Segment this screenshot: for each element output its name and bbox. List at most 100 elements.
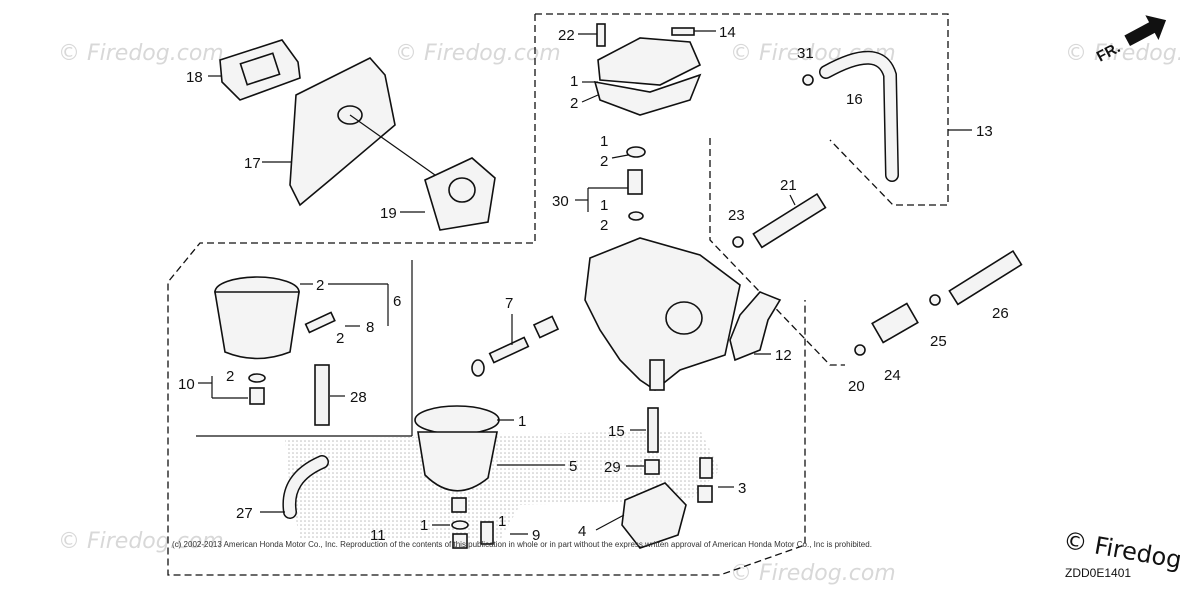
carburetor-group-outline bbox=[167, 14, 806, 576]
callout-21: 21 bbox=[780, 177, 797, 194]
watermark: © Firedog.com bbox=[1065, 41, 1180, 66]
callout-1: 1 bbox=[570, 73, 578, 90]
callout-3: 3 bbox=[738, 480, 746, 497]
callout-4: 4 bbox=[578, 523, 586, 540]
fuel-hose-outline bbox=[819, 50, 899, 182]
drain-bolt bbox=[452, 533, 468, 549]
callout-9: 9 bbox=[532, 527, 540, 544]
hose-clip bbox=[929, 294, 941, 306]
float-chamber bbox=[417, 431, 498, 492]
callout-1: 1 bbox=[498, 513, 506, 530]
callout-20: 20 bbox=[848, 378, 865, 395]
callout-24: 24 bbox=[884, 367, 901, 384]
callout-2: 2 bbox=[570, 95, 578, 112]
leader bbox=[349, 114, 436, 176]
callout-2: 2 bbox=[336, 330, 344, 347]
callout-5: 5 bbox=[569, 458, 577, 475]
watermark: © Firedog.com bbox=[730, 561, 896, 586]
callout-29: 29 bbox=[604, 459, 621, 476]
watermarks: © Firedog.com © Firedog.com © Firedog.co… bbox=[58, 41, 1180, 586]
insulator-gasket-window bbox=[239, 52, 281, 86]
diagram-code: ZDD0E1401 bbox=[1065, 566, 1132, 580]
callout-1: 1 bbox=[600, 197, 608, 214]
callout-28: 28 bbox=[350, 389, 367, 406]
watermark: © Firedog.com bbox=[395, 41, 561, 66]
callout-13: 13 bbox=[976, 123, 993, 140]
drain-tube bbox=[283, 456, 328, 518]
fuel-hose bbox=[820, 52, 898, 181]
main-jet bbox=[627, 169, 643, 195]
float-chamber-gasket bbox=[414, 405, 500, 435]
watermark: © Firedog.com bbox=[58, 41, 224, 66]
cover-gasket bbox=[593, 73, 702, 116]
main-nozzle bbox=[647, 407, 659, 453]
screw bbox=[596, 23, 606, 47]
hose-clip bbox=[854, 344, 866, 356]
drain-bolt bbox=[249, 387, 265, 405]
callout-11: 11 bbox=[370, 527, 386, 544]
callout-8: 8 bbox=[366, 319, 374, 336]
fuel-hose-group-outline bbox=[535, 13, 949, 206]
bolt bbox=[304, 311, 336, 334]
spring bbox=[532, 315, 560, 339]
callout-23: 23 bbox=[728, 207, 745, 224]
float bbox=[621, 482, 687, 549]
callout-6: 6 bbox=[393, 293, 401, 310]
spring bbox=[697, 485, 713, 503]
callout-25: 25 bbox=[930, 333, 947, 350]
pilot-screw-head bbox=[471, 359, 485, 377]
filter-cup bbox=[214, 291, 300, 360]
arrow-icon bbox=[1124, 15, 1167, 47]
washer bbox=[626, 146, 646, 158]
callout-7: 7 bbox=[505, 295, 513, 312]
hose-clip bbox=[802, 74, 814, 86]
callout-15: 15 bbox=[608, 423, 625, 440]
gasket-port bbox=[448, 177, 476, 203]
carburetor-stem bbox=[649, 359, 665, 391]
callout-2: 2 bbox=[600, 217, 608, 234]
callout-18: 18 bbox=[186, 69, 203, 86]
choke-lever bbox=[729, 291, 782, 362]
callout-12: 12 bbox=[775, 347, 792, 364]
copyright-notice: (c) 2002-2013 American Honda Motor Co., … bbox=[172, 540, 872, 549]
callout-16: 16 bbox=[846, 91, 863, 108]
pilot-screw bbox=[488, 336, 530, 364]
callout-2: 2 bbox=[226, 368, 234, 385]
leader bbox=[789, 194, 796, 206]
filter-hose bbox=[314, 364, 330, 426]
callout-2: 2 bbox=[600, 153, 608, 170]
fuel-tube bbox=[752, 192, 827, 249]
callout-26: 26 bbox=[992, 305, 1009, 322]
washer bbox=[451, 520, 469, 530]
carburetor-body bbox=[584, 237, 741, 391]
stipple-region bbox=[285, 430, 720, 540]
hose-clip bbox=[732, 236, 744, 248]
callout-30: 30 bbox=[552, 193, 569, 210]
callout-31: 31 bbox=[797, 45, 814, 62]
callout-27: 27 bbox=[236, 505, 253, 522]
main-jet bbox=[644, 459, 660, 475]
callout-17: 17 bbox=[244, 155, 261, 172]
fuel-tube bbox=[948, 249, 1023, 306]
insulator bbox=[289, 57, 396, 207]
callout-1: 1 bbox=[420, 517, 428, 534]
drain-screw bbox=[480, 521, 494, 545]
leader bbox=[581, 94, 599, 103]
float-valve bbox=[699, 457, 713, 479]
callouts: 18 17 19 22 14 1 2 31 16 13 1 2 30 1 2 2… bbox=[178, 24, 1009, 544]
drain-port bbox=[451, 497, 467, 513]
fuel-filter bbox=[871, 302, 919, 344]
screw bbox=[671, 27, 695, 36]
callout-2: 2 bbox=[316, 277, 324, 294]
cover bbox=[597, 37, 702, 86]
callout-14: 14 bbox=[719, 24, 736, 41]
leader bbox=[595, 514, 625, 531]
watermark: © Firedog.com bbox=[58, 529, 224, 554]
callout-1: 1 bbox=[518, 413, 526, 430]
callout-1: 1 bbox=[600, 133, 608, 150]
o-ring bbox=[628, 211, 644, 221]
carburetor-venturi bbox=[665, 301, 703, 335]
washer bbox=[248, 373, 266, 383]
callout-22: 22 bbox=[558, 27, 575, 44]
